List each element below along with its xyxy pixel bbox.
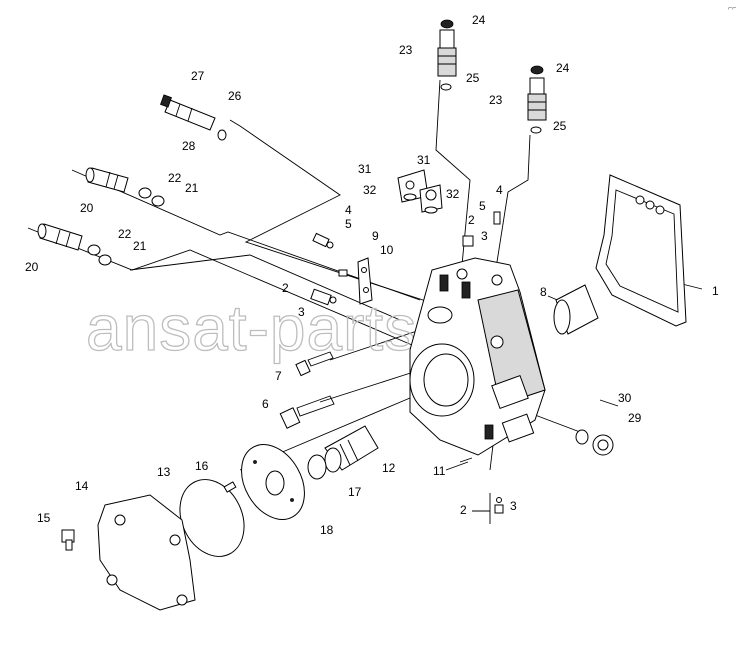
seal-part-3-bottom (496, 497, 502, 503)
callout-15: 15 (37, 511, 51, 525)
callout-9: 9 (372, 229, 379, 243)
cartridge-part-26 (160, 94, 227, 141)
callout-29: 29 (628, 411, 642, 425)
callout-3: 3 (510, 499, 517, 513)
callout-21: 21 (133, 239, 147, 253)
callout-32: 32 (363, 183, 377, 197)
callout-17: 17 (348, 485, 362, 499)
callout-24: 24 (472, 13, 486, 27)
callout-25: 25 (466, 71, 480, 85)
callout-2: 2 (282, 281, 289, 295)
callout-20: 20 (80, 201, 94, 215)
callout-20: 20 (25, 260, 39, 274)
plug-part-2-bottom (494, 504, 504, 514)
fitting-part-4-right (493, 211, 501, 225)
cartridge-part-20-upper (85, 167, 165, 207)
leader-lines (27, 79, 703, 524)
cap-part-24-mid (530, 65, 544, 75)
plug-part-2-mid (310, 288, 337, 306)
callout-28: 28 (182, 139, 196, 153)
cap-part-24-top (440, 19, 454, 29)
callout-22: 22 (118, 227, 132, 241)
sleeve-part-8 (553, 284, 599, 335)
callout-24: 24 (556, 61, 570, 75)
callout-10: 10 (380, 243, 394, 257)
callout-32: 32 (446, 187, 460, 201)
callout-27: 27 (191, 69, 205, 83)
corner-mark: ⌐⌐ (728, 5, 736, 12)
callout-22: 22 (168, 171, 182, 185)
fitting-part-4-left (312, 232, 334, 249)
callout-5: 5 (345, 217, 352, 231)
callout-25: 25 (553, 119, 567, 133)
callout-5: 5 (479, 199, 486, 213)
ring-part-17 (307, 454, 327, 480)
callout-3: 3 (298, 305, 305, 319)
callout-11: 11 (433, 464, 446, 478)
callout-3: 3 (481, 229, 488, 243)
callout-23: 23 (489, 93, 503, 107)
callout-16: 16 (195, 459, 209, 473)
callout-4: 4 (345, 203, 352, 217)
screw-part-9 (338, 269, 348, 277)
callout-4: 4 (496, 183, 503, 197)
bolt-part-7 (295, 351, 334, 377)
callout-31: 31 (358, 162, 372, 176)
bracket-part-10 (357, 257, 373, 305)
plate-part-14 (97, 494, 196, 611)
callout-23: 23 (399, 43, 413, 57)
bolt-part-15 (61, 529, 75, 551)
cover-plate-part-18 (241, 444, 305, 520)
gasket-part-1 (595, 174, 687, 327)
callout-2: 2 (460, 503, 467, 517)
cartridge-part-23-mid (527, 77, 547, 134)
callout-21: 21 (185, 181, 199, 195)
callout-7: 7 (275, 369, 282, 383)
shaft-part-12 (324, 425, 379, 473)
cartridge-part-23-top (437, 29, 457, 91)
callout-14: 14 (75, 479, 89, 493)
callout-18: 18 (320, 523, 334, 537)
callout-8: 8 (540, 285, 547, 299)
pump-housing (409, 257, 546, 456)
callout-12: 12 (382, 461, 396, 475)
callout-2: 2 (468, 213, 475, 227)
oring-part-30 (575, 429, 589, 445)
callout-26: 26 (228, 89, 242, 103)
oring-part-13 (179, 479, 245, 557)
callout-1: 1 (712, 284, 719, 298)
plug-part-2-top (462, 235, 474, 247)
callout-labels: 1 2 2 2 3 3 3 4 4 5 5 6 7 8 9 10 11 12 1… (25, 13, 719, 537)
parts (37, 19, 687, 611)
callout-6: 6 (262, 397, 269, 411)
block-part-31-right (419, 184, 443, 214)
callout-13: 13 (157, 465, 171, 479)
callout-31: 31 (417, 153, 431, 167)
plug-part-29 (592, 434, 614, 456)
bolt-part-6 (279, 395, 335, 429)
pin-part-11 (459, 457, 473, 463)
callout-30: 30 (618, 391, 632, 405)
cartridge-part-20-lower (37, 223, 112, 266)
bolt-part-16 (223, 481, 237, 493)
